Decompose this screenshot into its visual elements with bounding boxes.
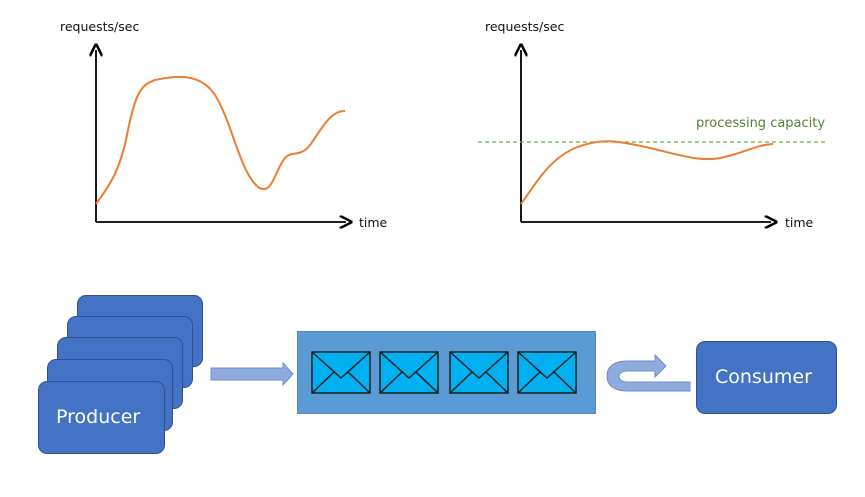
right-traffic-curve [520, 140, 774, 205]
left-y-axis-label: requests/sec [60, 19, 140, 34]
right-y-axis-label: requests/sec [485, 19, 565, 34]
right-arrow-icon [210, 361, 294, 387]
consumer-label: Consumer [715, 366, 812, 388]
producer-box: Producer [38, 381, 165, 454]
left-traffic-curve [95, 76, 346, 205]
consumer-box: Consumer [696, 341, 837, 414]
u-turn-arrow-icon [606, 353, 691, 392]
message-queue [297, 331, 596, 414]
envelope-icon [379, 351, 439, 394]
producer-label: Producer [56, 406, 141, 428]
envelope-icon [517, 351, 577, 394]
envelope-icon [311, 351, 371, 394]
capacity-label: processing capacity [696, 116, 826, 131]
left-x-axis-label: time [359, 215, 388, 230]
right-x-axis-label: time [785, 215, 814, 230]
envelope-icon [449, 351, 509, 394]
